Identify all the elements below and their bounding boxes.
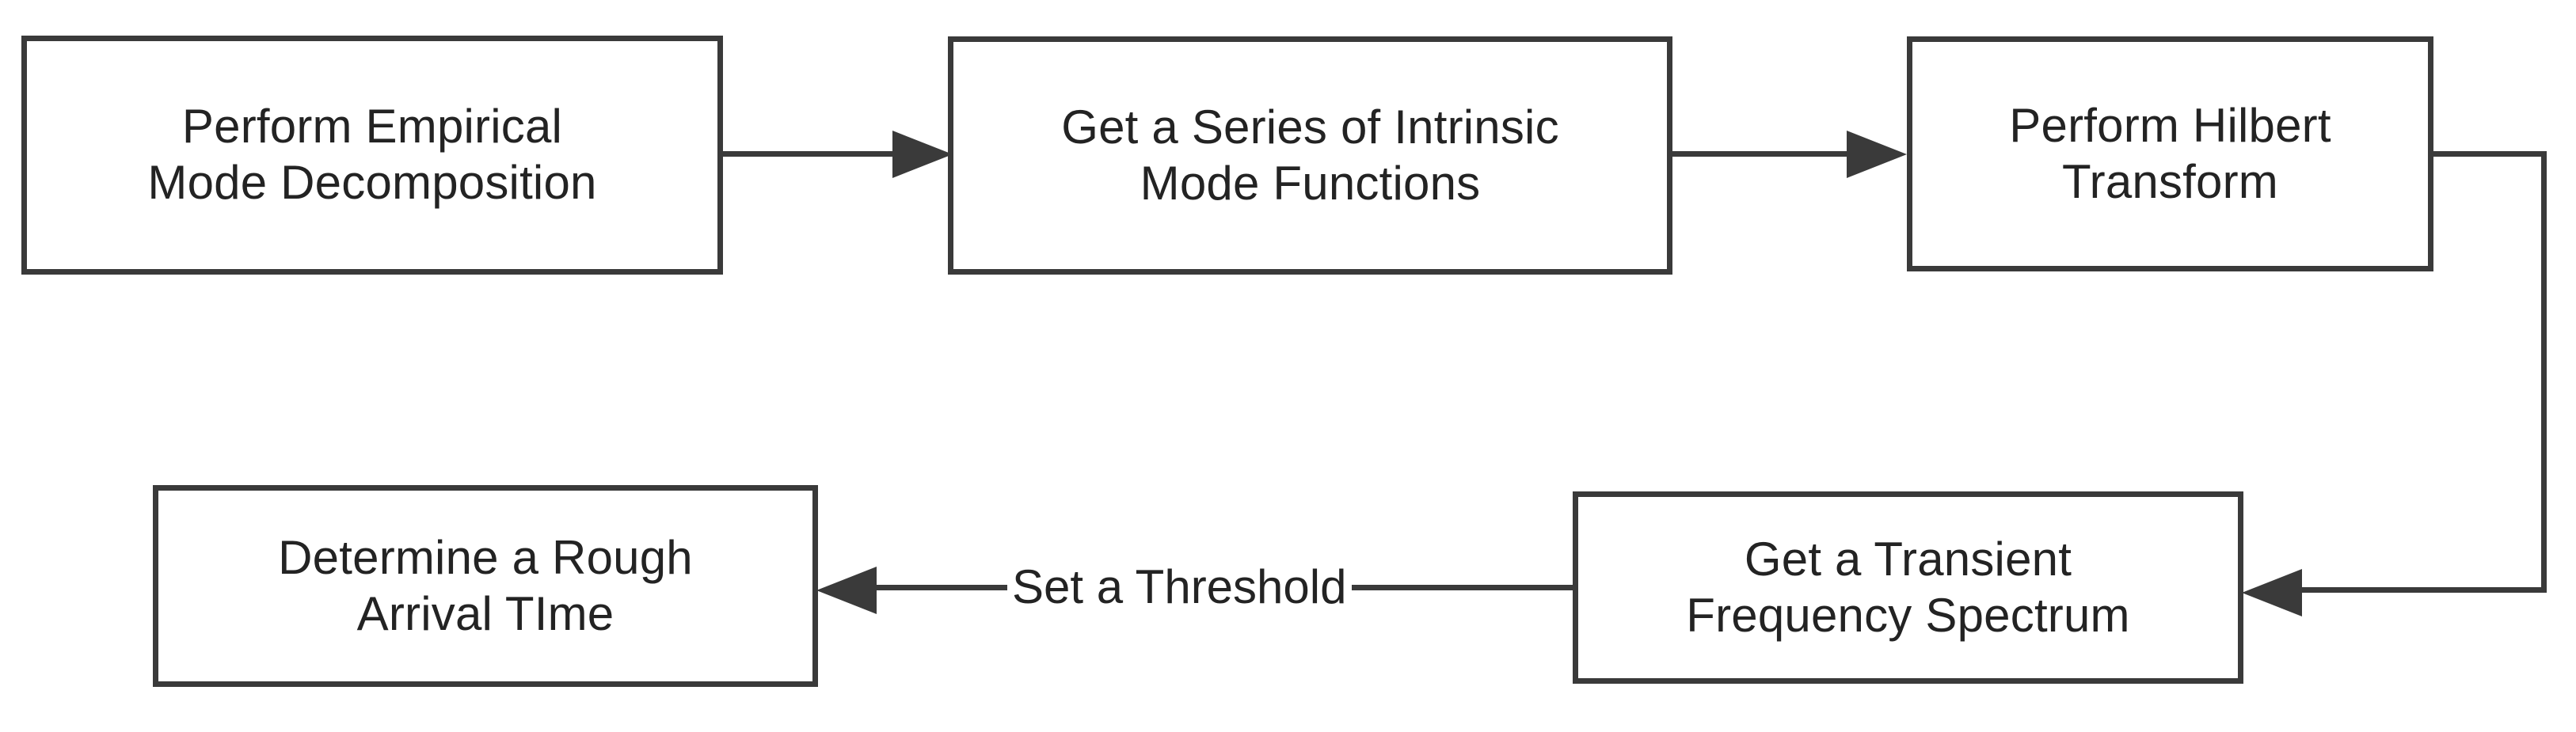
node-label-arrival: Determine a Rough Arrival TIme — [278, 530, 693, 640]
node-perform-hilbert-transform[interactable]: Perform Hilbert Transform — [1907, 36, 2433, 271]
node-perform-empirical-mode-decomposition[interactable]: Perform Empirical Mode Decomposition — [21, 36, 723, 275]
arrowhead-left-icon-spectrum-to-arrival — [816, 567, 877, 614]
node-label-hilbert: Perform Hilbert Transform — [2009, 98, 2331, 208]
arrowhead-right-icon-imf-to-hilbert — [1847, 131, 1907, 178]
edge-label-set-a-threshold: Set a Threshold — [1007, 556, 1352, 619]
edge-hilbert-to-spectrum-segment-top — [2428, 151, 2547, 157]
edge-hilbert-to-spectrum-segment-vertical — [2541, 151, 2547, 593]
node-determine-rough-arrival-time[interactable]: Determine a Rough Arrival TIme — [153, 485, 818, 687]
node-label-spectrum: Get a Transient Frequency Spectrum — [1686, 532, 2130, 642]
node-label-imf: Get a Series of Intrinsic Mode Functions — [1061, 100, 1559, 210]
edge-hilbert-to-spectrum-segment-bottom — [2296, 587, 2547, 593]
node-get-series-of-intrinsic-mode-functions[interactable]: Get a Series of Intrinsic Mode Functions — [948, 36, 1672, 275]
arrowhead-right-icon-emd-to-imf — [892, 131, 953, 178]
edge-emd-to-imf-line — [723, 151, 897, 157]
node-get-transient-frequency-spectrum[interactable]: Get a Transient Frequency Spectrum — [1573, 491, 2243, 684]
node-label-emd: Perform Empirical Mode Decomposition — [147, 100, 597, 209]
arrowhead-left-icon-hilbert-to-spectrum — [2242, 569, 2302, 616]
edge-imf-to-hilbert-line — [1672, 151, 1851, 157]
